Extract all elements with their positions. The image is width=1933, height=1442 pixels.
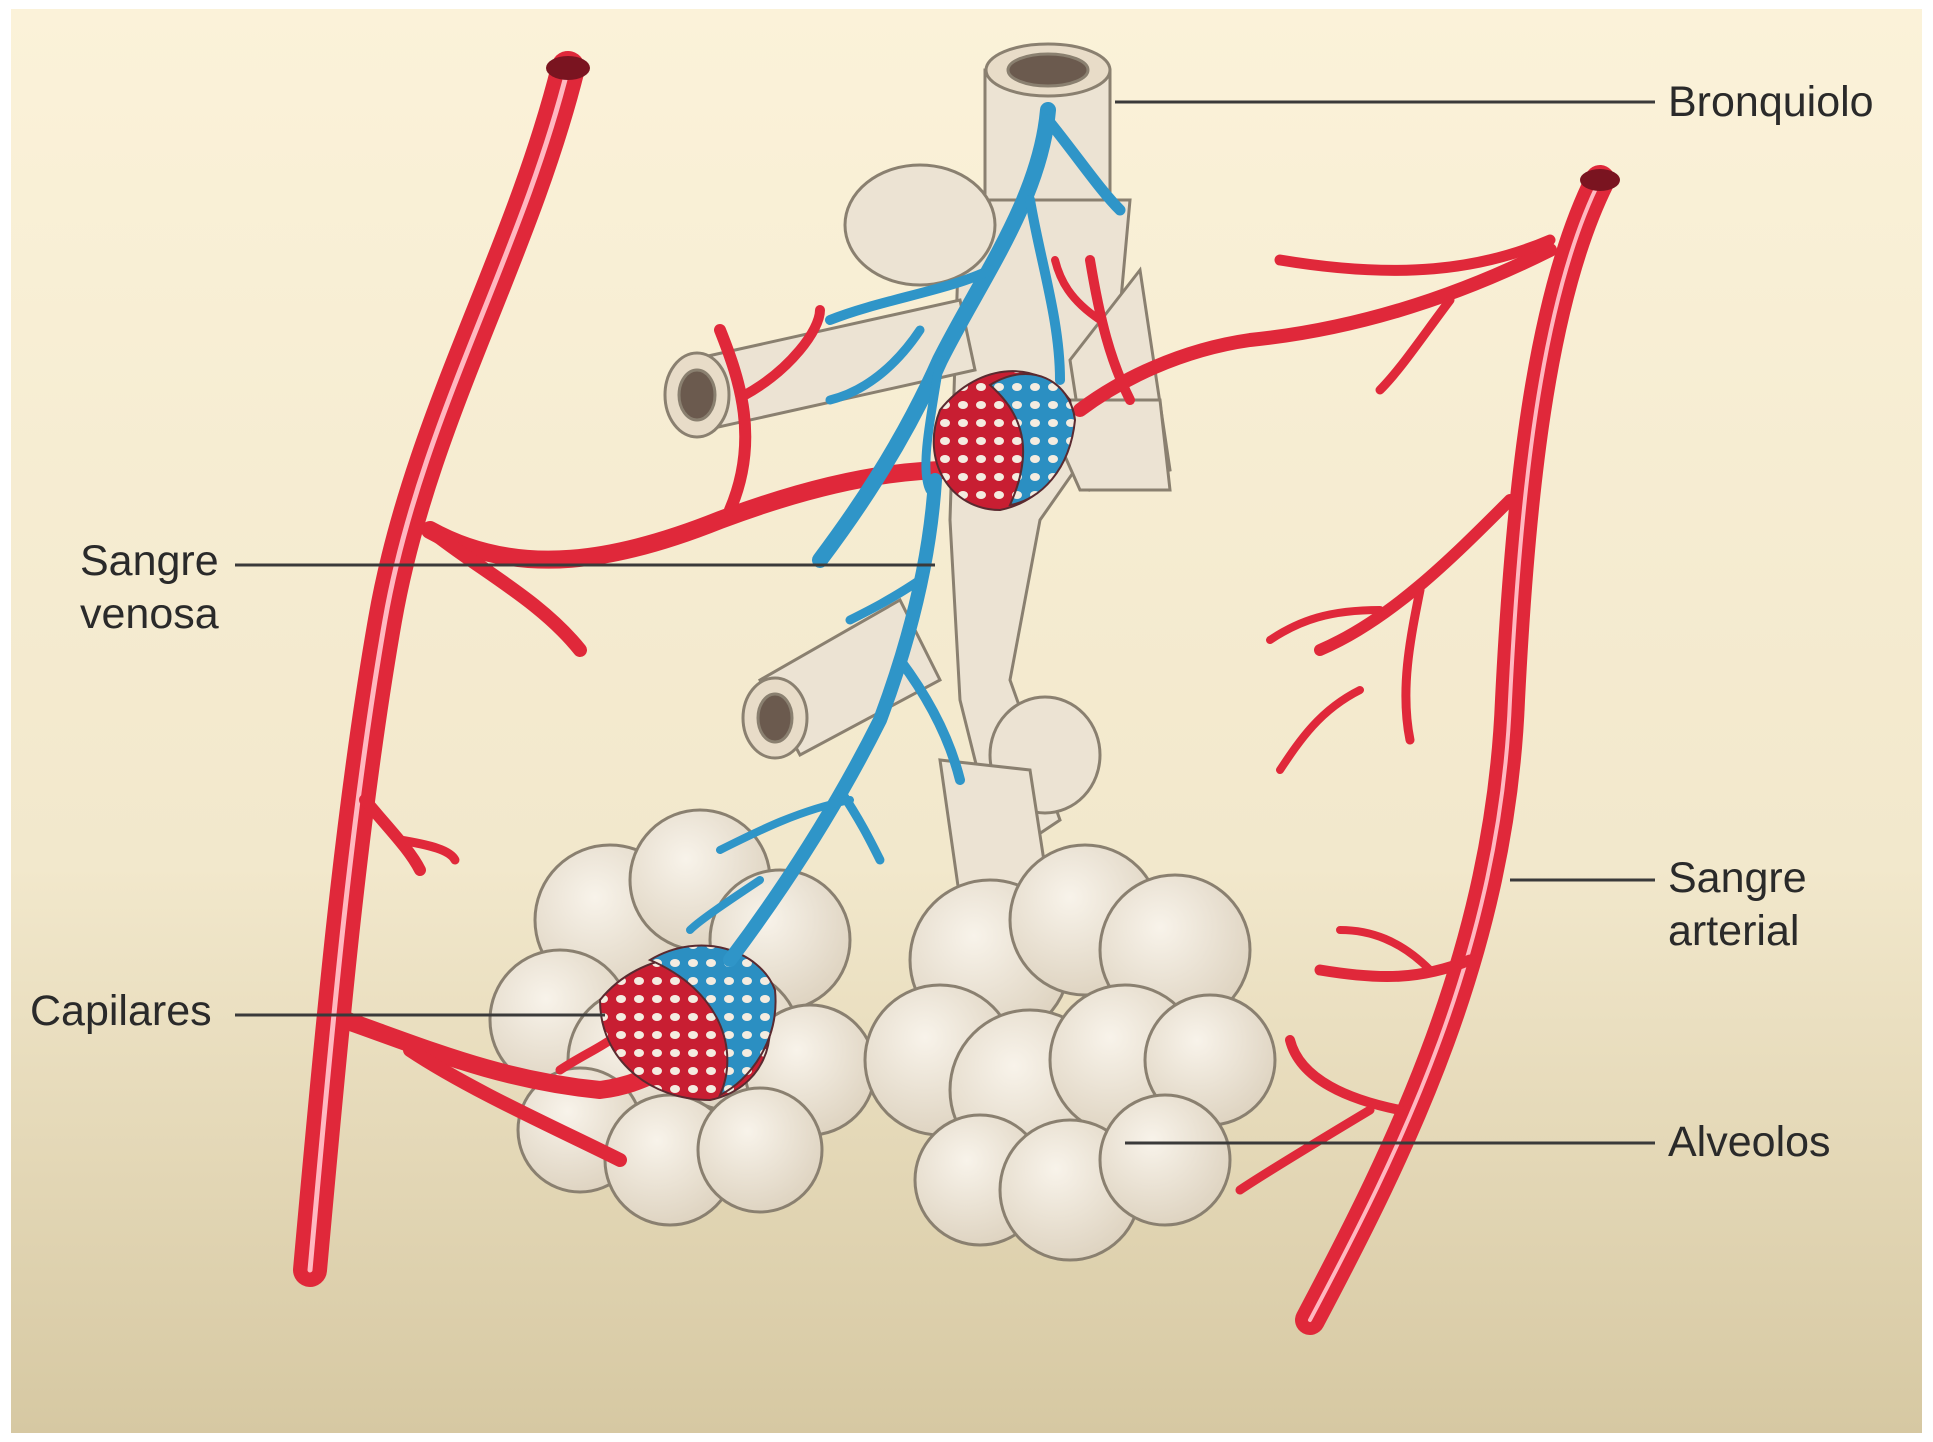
label-bronquiolo: Bronquiolo bbox=[1668, 78, 1874, 126]
label-sangre-arterial-line1: Sangre bbox=[1668, 854, 1807, 902]
label-capilares: Capilares bbox=[30, 987, 212, 1035]
label-sangre-venosa-line2: venosa bbox=[80, 590, 219, 638]
label-sangre-venosa-line1: Sangre bbox=[80, 537, 219, 585]
label-alveolos: Alveolos bbox=[1668, 1118, 1831, 1166]
right-vessel-opening bbox=[1580, 169, 1620, 191]
label-sangre-arterial-line2: arterial bbox=[1668, 907, 1799, 955]
left-vessel-opening bbox=[546, 56, 590, 80]
